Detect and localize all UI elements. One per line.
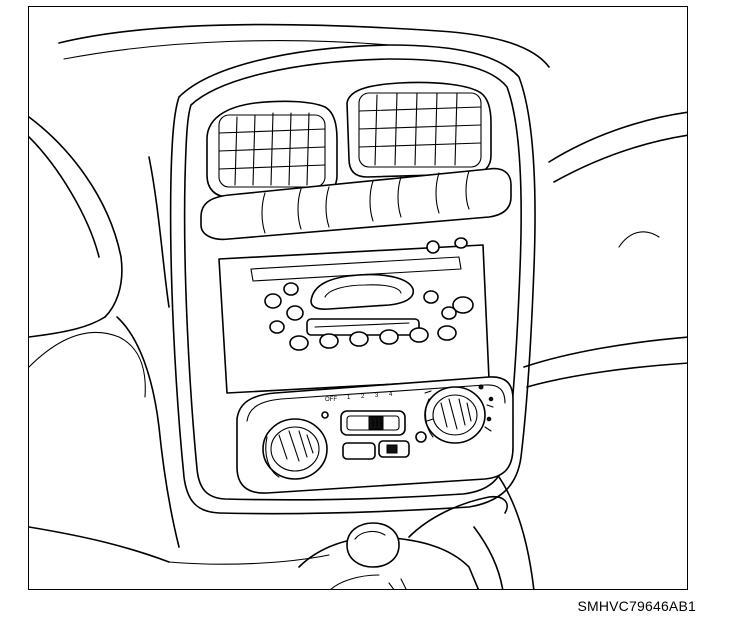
fan-scale-labels: OFF 1 2 3 4 xyxy=(325,392,393,403)
fan-scale-label: 2 xyxy=(361,394,365,400)
dashboard-contours xyxy=(29,23,687,589)
fan-speed-slider xyxy=(340,410,406,436)
climate-buttons xyxy=(321,411,427,460)
right-air-vent xyxy=(346,81,492,178)
climate-control-panel: OFF 1 2 3 4 xyxy=(236,376,514,494)
radio-cassette-unit xyxy=(218,237,490,394)
temperature-knob xyxy=(262,418,328,480)
fan-scale-label: 3 xyxy=(375,393,379,399)
center-console-line-drawing: OFF 1 2 3 4 xyxy=(29,23,687,589)
mode-knob xyxy=(424,384,494,444)
left-air-vent xyxy=(206,100,338,198)
button-strip xyxy=(200,167,512,241)
figure-identifier: SMHVC79646AB1 xyxy=(577,598,696,614)
illustration-frame: OFF 1 2 3 4 xyxy=(28,6,688,590)
fan-scale-label: OFF xyxy=(325,397,337,403)
radio-preset-buttons xyxy=(264,237,474,351)
fan-scale-label: 4 xyxy=(389,392,393,398)
shifter-area xyxy=(298,495,508,589)
fan-scale-label: 1 xyxy=(347,395,351,401)
